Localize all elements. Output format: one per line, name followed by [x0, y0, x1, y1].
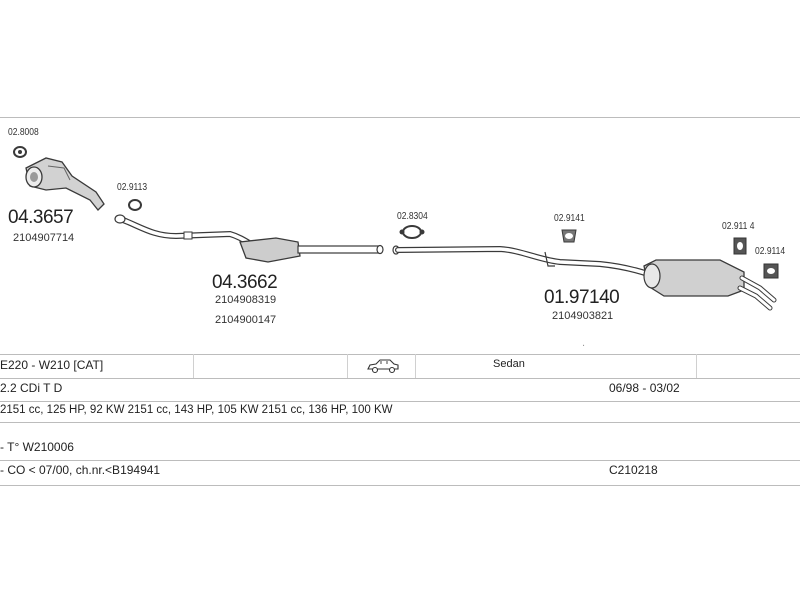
table-row-engine: 2.2 CDi T D 06/98 - 03/02 — [0, 381, 800, 401]
type-approval: - T° W210006 — [0, 440, 74, 454]
table-row-type: - T° W210006 — [0, 440, 800, 460]
part-code: 04.3662 — [212, 272, 278, 293]
front-pipe-part — [114, 214, 384, 263]
table-row-power: 2151 cc, 125 HP, 92 KW 2151 cc, 143 HP, … — [0, 404, 800, 424]
part-reference: 2104903821 — [552, 310, 614, 322]
part-code: 02.9141 — [554, 213, 585, 224]
part-reference: 2104907714 — [13, 232, 75, 244]
part-code: 02.8304 — [397, 211, 428, 222]
part-code: 01.97140 — [544, 287, 620, 308]
table-line — [0, 460, 800, 461]
table-line — [0, 378, 800, 379]
rubber-hanger-icon — [561, 229, 577, 243]
engine-name: 2.2 CDi T D — [0, 381, 63, 395]
ring-clamp-icon — [128, 199, 142, 211]
co-note: - CO < 07/00, ch.nr.<B194941 — [0, 463, 161, 477]
table-divider — [415, 354, 416, 378]
body-type: Sedan — [493, 358, 525, 370]
part-reference: 2104908319 — [215, 294, 277, 306]
table-line — [0, 354, 800, 355]
catalyst-converter-part — [25, 157, 105, 211]
table-line — [0, 422, 800, 423]
table-line — [0, 401, 800, 402]
rear-pipe-part — [392, 245, 777, 311]
rubber-hanger-icon — [733, 237, 747, 255]
engine-power: 2151 cc, 125 HP, 92 KW 2151 cc, 143 HP, … — [0, 404, 393, 416]
watermark-dot: . — [582, 337, 586, 349]
production-years: 06/98 - 03/02 — [609, 381, 680, 395]
rubber-hanger-icon — [763, 263, 779, 279]
table-divider — [193, 354, 194, 378]
table-row-co: - CO < 07/00, ch.nr.<B194941 C210218 — [0, 463, 800, 483]
top-border — [0, 117, 800, 118]
clamp-icon — [13, 146, 27, 158]
part-code: 04.3657 — [8, 207, 74, 228]
model-name: E220 - W210 [CAT] — [0, 358, 104, 372]
gasket-clamp-icon — [399, 225, 425, 239]
part-code: 02.9113 — [117, 182, 148, 193]
table-row-model: E220 - W210 [CAT] Sedan — [0, 358, 800, 378]
table-line — [0, 485, 800, 486]
table-divider — [696, 354, 697, 378]
car-icon — [366, 358, 400, 377]
part-reference: 2104900147 — [215, 314, 277, 326]
table-divider — [347, 354, 348, 378]
catalog-code: C210218 — [609, 463, 658, 477]
part-code: 02.911 4 — [722, 221, 755, 232]
part-code: 02.8008 — [8, 127, 39, 138]
exhaust-diagram — [13, 146, 779, 311]
part-code: 02.9114 — [755, 246, 786, 257]
